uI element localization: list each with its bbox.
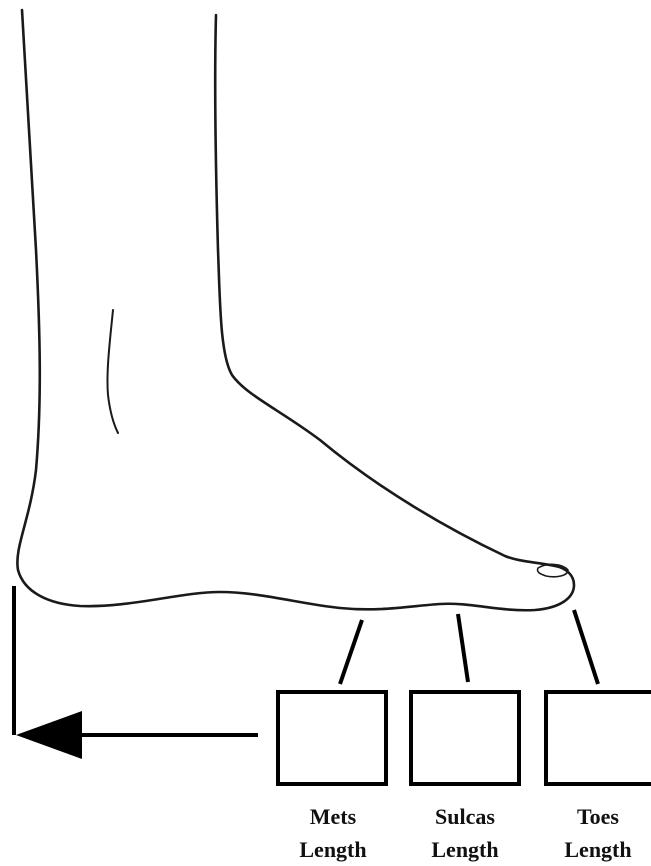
- ankle-line: [107, 310, 118, 433]
- sulcas-label-line1: Sulcas: [435, 804, 495, 829]
- foot-outline: [17, 10, 574, 610]
- mets-label-line2: Length: [299, 837, 366, 862]
- toes-label-line2: Length: [564, 837, 631, 862]
- segment-labels: Mets Length Sulcas Length Toes Length: [299, 804, 631, 862]
- toes-label-line1: Toes: [577, 804, 619, 829]
- heel-reference: [14, 586, 258, 759]
- foot-illustration: [17, 10, 574, 610]
- mets-label-line1: Mets: [310, 804, 357, 829]
- sulcas-label-line2: Length: [431, 837, 498, 862]
- leader-line-toes: [574, 610, 598, 684]
- arrow-head-icon: [16, 711, 82, 759]
- leader-line-sulcas: [458, 614, 468, 682]
- leader-lines: [340, 610, 598, 684]
- toes-length-box: [546, 692, 651, 784]
- mets-length-box: [278, 692, 386, 784]
- measurement-boxes: [278, 692, 651, 784]
- sulcas-length-box: [411, 692, 519, 784]
- leader-line-mets: [340, 620, 362, 684]
